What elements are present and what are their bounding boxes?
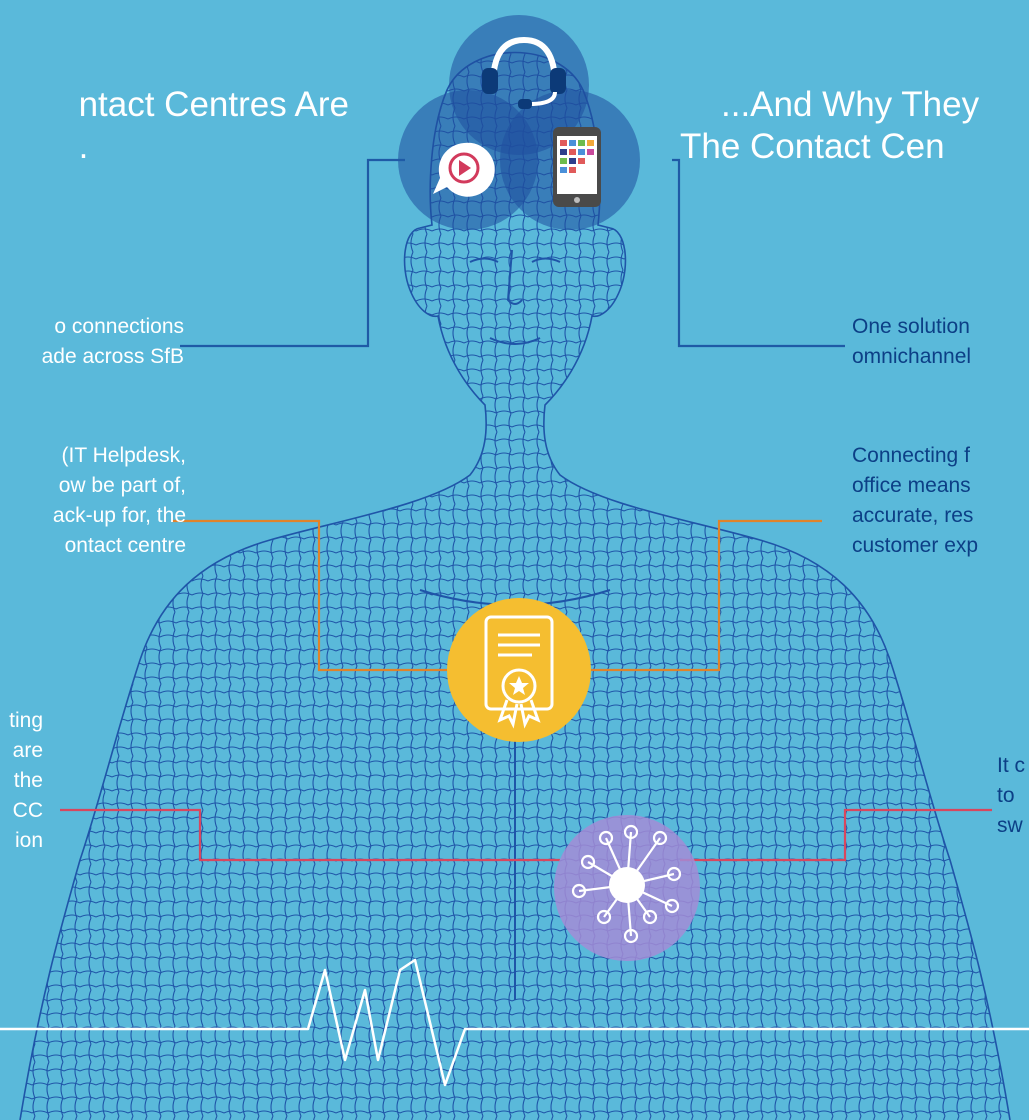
right-item-3-line-2: to: [997, 784, 1015, 807]
left-item-2-line-1: (IT Helpdesk,: [61, 444, 187, 467]
right-item-2-line-4: customer exp: [852, 534, 979, 557]
right-item-2: Connecting f office means accurate, res …: [852, 441, 978, 561]
connector-right-3: [680, 808, 992, 862]
right-item-2-line-1: Connecting f: [852, 444, 970, 467]
left-item-3-line-1: ting: [9, 709, 43, 732]
connector-left-3: [60, 808, 560, 862]
headset-icon: [482, 36, 566, 109]
left-heading-line-2: .: [78, 127, 89, 166]
connector-left-1: [180, 158, 405, 348]
left-item-3-line-2: are: [12, 739, 43, 762]
left-item-2-line-2: ow be part of,: [58, 474, 186, 497]
left-item-3-line-5: ion: [14, 829, 43, 852]
right-item-3: It c to sw: [997, 751, 1025, 841]
left-item-1: o connections ade across SfB: [42, 312, 184, 372]
left-item-3-line-4: CC: [12, 799, 43, 822]
right-item-1-line-2: omnichannel: [852, 345, 972, 368]
left-item-3: ting are the CC ion: [9, 706, 43, 856]
left-item-3-line-3: the: [13, 769, 43, 792]
right-item-1: One solution omnichannel: [852, 312, 971, 372]
left-item-1-line-2: ade across SfB: [41, 345, 184, 368]
video-play-icon: [433, 142, 495, 197]
left-item-2-line-3: ack-up for, the: [52, 504, 186, 527]
right-item-3-line-1: It c: [997, 754, 1026, 777]
connector-left-2: [172, 519, 460, 672]
right-heading: ...And Why They The Contact Cen: [680, 84, 980, 168]
connector-right-2: [585, 519, 822, 672]
left-heading: ntact Centres Are .: [79, 84, 349, 168]
left-item-2: (IT Helpdesk, ow be part of, ack-up for,…: [53, 441, 186, 561]
right-heading-line-2: The Contact Cen: [680, 127, 945, 166]
connector-lines: [60, 158, 992, 862]
network-hub-icon: [554, 815, 700, 961]
right-item-3-line-3: sw: [997, 814, 1023, 837]
right-item-2-line-3: accurate, res: [852, 504, 974, 527]
right-item-2-line-2: office means: [852, 474, 971, 497]
right-item-1-line-1: One solution: [852, 315, 970, 338]
connector-right-1: [672, 158, 845, 348]
smartphone-icon: [553, 127, 601, 207]
left-heading-line-1: ntact Centres Are: [78, 85, 349, 124]
left-item-1-line-1: o connections: [54, 315, 184, 338]
left-item-2-line-4: ontact centre: [64, 534, 186, 557]
right-heading-line-1: ...And Why They: [721, 85, 980, 124]
heartbeat-line: [0, 958, 1029, 1087]
certificate-icon: [447, 598, 591, 742]
